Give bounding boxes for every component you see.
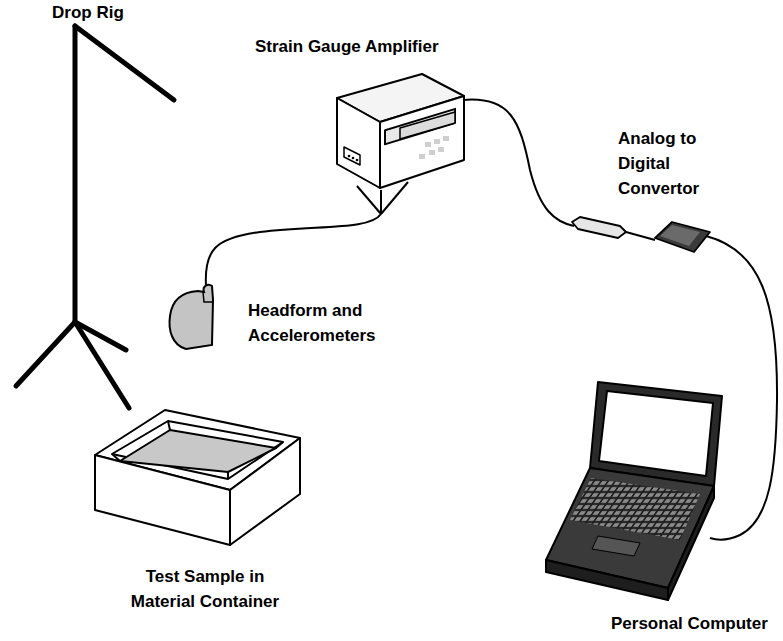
- rig-label: Drop Rig: [52, 0, 192, 25]
- headform-label: Headform and Accelerometers: [248, 298, 408, 348]
- material-container: [95, 410, 300, 545]
- sensor-cable: [206, 214, 381, 286]
- sample-label: Test Sample in Material Container: [115, 564, 295, 614]
- signal-cable: [463, 100, 574, 226]
- computer-label: Personal Computer: [611, 611, 779, 636]
- laptop: [546, 382, 722, 600]
- amplifier-label: Strain Gauge Amplifier: [255, 34, 515, 59]
- usb-cable: [706, 236, 777, 540]
- adc-device: [572, 217, 710, 252]
- drop-rig: [16, 26, 174, 408]
- converter-label: Analog to Digital Convertor: [618, 126, 733, 201]
- amplifier-unit: [337, 74, 464, 188]
- headform: [170, 285, 213, 349]
